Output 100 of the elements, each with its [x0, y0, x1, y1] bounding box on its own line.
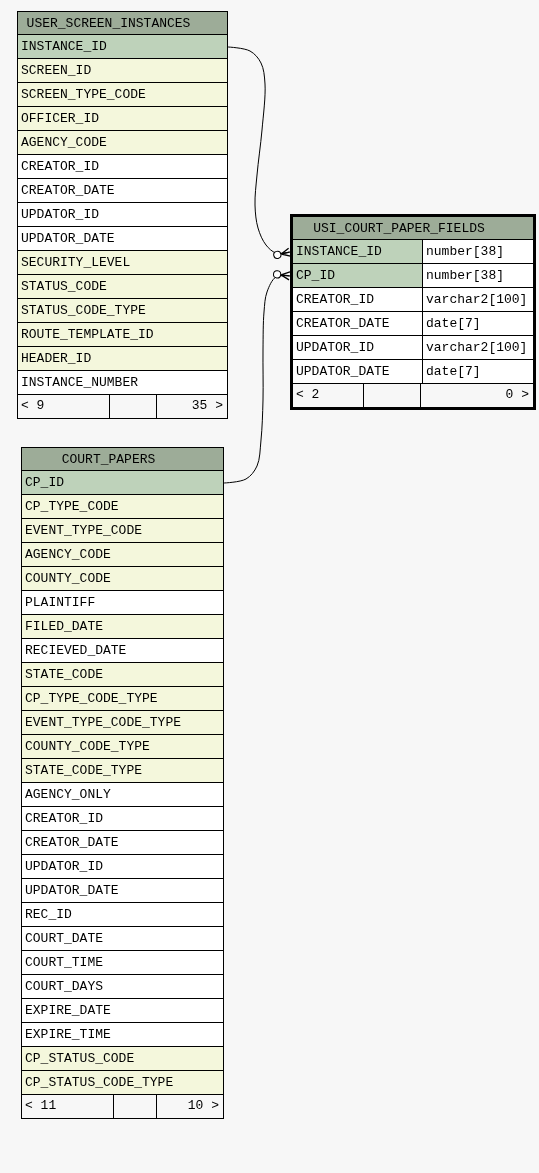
column-name: COURT_TIME: [25, 954, 103, 972]
column-name: UPDATOR_DATE: [293, 360, 423, 383]
column-name: AGENCY_CODE: [21, 134, 107, 152]
column-name: REC_ID: [25, 906, 72, 924]
table-row: [17, 155, 228, 179]
table-row: [17, 179, 228, 203]
table-row: [290, 312, 536, 336]
column-type: number[38]: [425, 267, 504, 285]
table-footer: [21, 1095, 224, 1119]
column-name: ROUTE_TEMPLATE_ID: [21, 326, 154, 344]
table-row: [17, 251, 228, 275]
column-name: EXPIRE_TIME: [25, 1026, 111, 1044]
table-row: [21, 831, 224, 855]
column-name: UPDATOR_ID: [293, 336, 423, 359]
table-row: [17, 227, 228, 251]
table-row: [21, 567, 224, 591]
count-text: 0 >: [505, 387, 529, 402]
count-text: 10 >: [187, 1098, 219, 1113]
column-type: number[38]: [425, 243, 504, 261]
column-name: INSTANCE_NUMBER: [21, 374, 139, 392]
column-name: STATUS_CODE: [21, 278, 107, 296]
table-row: [21, 495, 224, 519]
table-row: [290, 360, 536, 384]
column-name: OFFICER_ID: [21, 110, 99, 128]
column-name: AGENCY_ONLY: [25, 786, 111, 804]
column-name: INSTANCE_ID: [293, 240, 423, 263]
table-row: [21, 903, 224, 927]
table-row: [21, 759, 224, 783]
table-row: [17, 83, 228, 107]
table-row: [17, 35, 228, 59]
table-row: [17, 299, 228, 323]
table-row: [21, 807, 224, 831]
table-footer: [17, 395, 228, 419]
table-row: [21, 519, 224, 543]
table-row: [17, 131, 228, 155]
column-name: CREATOR_DATE: [293, 312, 423, 335]
table-row: [21, 1047, 224, 1071]
column-name: CREATOR_ID: [21, 158, 99, 176]
relationship-line: [227, 46, 292, 260]
table-row: [21, 639, 224, 663]
table-row: [290, 240, 536, 264]
column-name: EVENT_TYPE_CODE_TYPE: [25, 714, 182, 732]
table-row: [21, 687, 224, 711]
column-name: UPDATOR_DATE: [25, 882, 119, 900]
table-row: [21, 591, 224, 615]
column-name: STATE_CODE: [25, 666, 103, 684]
table-row: [21, 615, 224, 639]
table-row: [21, 543, 224, 567]
column-name: CP_STATUS_CODE_TYPE: [25, 1074, 174, 1092]
column-name: CP_ID: [293, 264, 423, 287]
table-header: USER_SCREEN_INSTANCES: [17, 11, 228, 35]
column-name: SCREEN_ID: [21, 62, 92, 80]
column-name: PLAINTIFF: [25, 594, 96, 612]
column-name: UPDATOR_ID: [25, 858, 103, 876]
column-name: AGENCY_CODE: [25, 546, 111, 564]
column-name: STATE_CODE_TYPE: [25, 762, 143, 780]
column-name: COUNTY_CODE: [25, 570, 111, 588]
column-name: UPDATOR_DATE: [21, 230, 115, 248]
table-row: [21, 975, 224, 999]
column-name: STATUS_CODE_TYPE: [21, 302, 146, 320]
table-row: [21, 927, 224, 951]
table-row: [21, 711, 224, 735]
column-type: date[7]: [425, 363, 481, 381]
table-footer: [290, 384, 536, 410]
table-row: [17, 347, 228, 371]
table-row: [21, 783, 224, 807]
table-row: [290, 336, 536, 360]
table-row: [21, 735, 224, 759]
column-name: EVENT_TYPE_CODE: [25, 522, 143, 540]
column-name: COUNTY_CODE_TYPE: [25, 738, 150, 756]
table-row: [17, 323, 228, 347]
table-row: [21, 471, 224, 495]
table-row: [290, 288, 536, 312]
table-row: [21, 999, 224, 1023]
column-name: EXPIRE_DATE: [25, 1002, 111, 1020]
table-row: [21, 1023, 224, 1047]
column-name: FILED_DATE: [25, 618, 103, 636]
table-row: [21, 879, 224, 903]
column-name: CP_TYPE_CODE: [25, 498, 119, 516]
column-name: COURT_DAYS: [25, 978, 103, 996]
table: [21, 447, 224, 1119]
count-text: 35 >: [191, 398, 223, 413]
table-row: [21, 855, 224, 879]
table-row: [17, 59, 228, 83]
table-row: [21, 951, 224, 975]
column-name: INSTANCE_ID: [21, 38, 107, 56]
table-header: COURT_PAPERS: [21, 447, 224, 471]
column-name: UPDATOR_ID: [21, 206, 99, 224]
column-type: varchar2[100]: [425, 339, 528, 357]
table: [290, 214, 536, 410]
table-row: [17, 107, 228, 131]
table-row: [21, 663, 224, 687]
count-text: < 11: [25, 1098, 57, 1113]
count-text: < 9: [21, 398, 45, 413]
column-name: RECIEVED_DATE: [25, 642, 127, 660]
column-name: HEADER_ID: [21, 350, 92, 368]
column-name: CREATOR_ID: [25, 810, 103, 828]
table-row: [17, 275, 228, 299]
column-name: CP_TYPE_CODE_TYPE: [25, 690, 158, 708]
table-row: [21, 1071, 224, 1095]
